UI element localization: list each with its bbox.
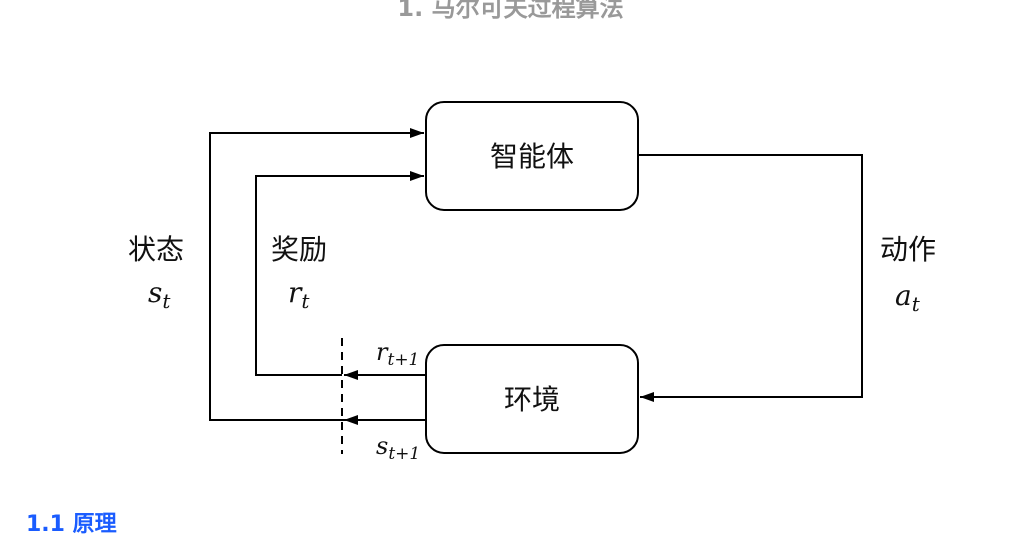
reward-symbol: rt: [288, 276, 310, 313]
reward-arrow: [255, 171, 424, 376]
reward-label: 奖励: [271, 233, 327, 266]
action-symbol: at: [895, 279, 921, 316]
page-title: 1. 马尔可夫过程算法: [397, 0, 624, 22]
state-label: 状态: [128, 233, 184, 266]
next-reward-symbol: rt+1: [376, 338, 419, 370]
agent-label: 智能体: [490, 140, 574, 173]
state-arrow: [209, 128, 426, 421]
section-heading: 1.1 原理: [26, 512, 117, 537]
next-state-symbol: st+1: [376, 432, 420, 464]
state-symbol: st: [148, 276, 171, 313]
environment-label: 环境: [504, 383, 560, 416]
action-arrow: [638, 154, 863, 402]
environment-box: [425, 344, 639, 454]
action-label: 动作: [880, 233, 936, 266]
agent-environment-diagram: 智能体 环境 状态 st 奖励 rt 动作 at rt+1 st+1: [128, 101, 936, 464]
